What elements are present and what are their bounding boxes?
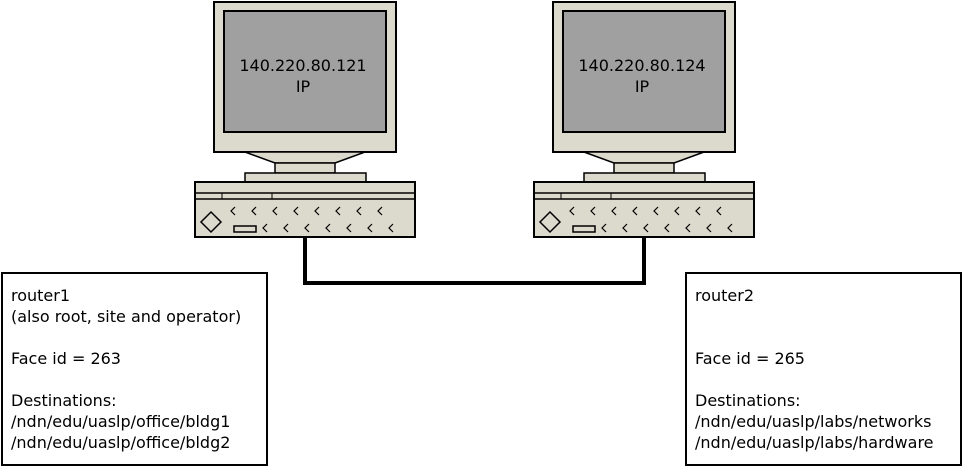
computer-2: 140.220.80.124 IP (532, 0, 756, 240)
router-name: router2 (695, 286, 755, 305)
destination-item: /ndn/edu/uaslp/office/bldg1 (11, 412, 231, 431)
spacer (11, 327, 258, 348)
spacer (695, 327, 952, 348)
host-2-ip: 140.220.80.124 (578, 56, 706, 75)
router-note: (also root, site and operator) (11, 307, 242, 326)
desktop-computer-icon (194, 1, 416, 238)
computer-1: 140.220.80.121 IP (193, 0, 417, 240)
host-1-ip: 140.220.80.121 (239, 56, 367, 75)
router2-info-box: router2 Face id = 265 Destinations: /ndn… (685, 272, 962, 466)
host-2-ip-caption: IP (634, 77, 650, 96)
spacer (695, 369, 952, 390)
host-1-ip-caption: IP (295, 77, 311, 96)
router-note (695, 306, 952, 327)
host-1-screen-label: 140.220.80.121 IP (223, 55, 383, 97)
destinations-heading: Destinations: (695, 391, 801, 410)
router1-info-box: router1 (also root, site and operator) F… (1, 272, 268, 466)
destination-item: /ndn/edu/uaslp/office/bldg2 (11, 433, 231, 452)
router-name: router1 (11, 286, 71, 305)
destination-item: /ndn/edu/uaslp/labs/networks (695, 412, 932, 431)
face-id: Face id = 265 (695, 349, 805, 368)
destination-item: /ndn/edu/uaslp/labs/hardware (695, 433, 934, 452)
destinations-heading: Destinations: (11, 391, 117, 410)
host-2-screen-label: 140.220.80.124 IP (562, 55, 722, 97)
spacer (11, 369, 258, 390)
desktop-computer-icon (533, 1, 755, 238)
face-id: Face id = 263 (11, 349, 121, 368)
